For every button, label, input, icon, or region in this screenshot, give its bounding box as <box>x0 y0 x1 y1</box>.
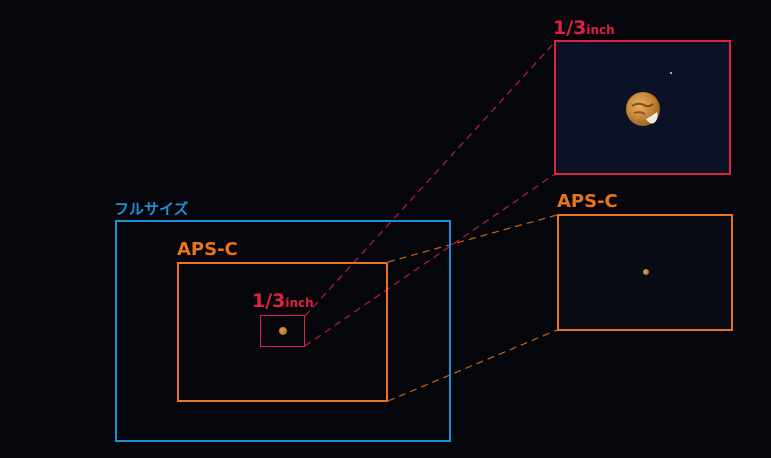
zoom-one-third-inch-unit: inch <box>586 23 615 37</box>
one-third-inch-label: 1/3inch <box>252 292 314 311</box>
full-frame-label: フルサイズ <box>114 200 189 218</box>
zoom-aps-c-label: APS-C <box>557 191 618 212</box>
mars-surface-detail <box>631 102 658 124</box>
mars-medium-planet <box>643 269 649 275</box>
zoom-one-third-inch-label: 1/3inch <box>553 19 615 38</box>
connector-aps-c-top <box>387 214 558 263</box>
connector-aps-c-bottom <box>387 329 558 402</box>
mars-large-planet <box>626 92 660 126</box>
mars-small-planet <box>279 327 287 335</box>
aps-c-label: APS-C <box>177 239 238 260</box>
connector-one-third-top <box>304 41 556 317</box>
aps-c-sensor-frame <box>177 262 388 402</box>
connector-one-third-bottom <box>304 173 556 347</box>
zoom-one-third-inch-number: 1/3 <box>553 17 587 39</box>
moon-dot <box>670 72 672 74</box>
one-third-inch-unit: inch <box>285 296 314 310</box>
one-third-inch-sensor-frame <box>260 315 305 347</box>
one-third-inch-number: 1/3 <box>252 290 286 312</box>
full-frame-sensor-frame <box>115 220 451 442</box>
